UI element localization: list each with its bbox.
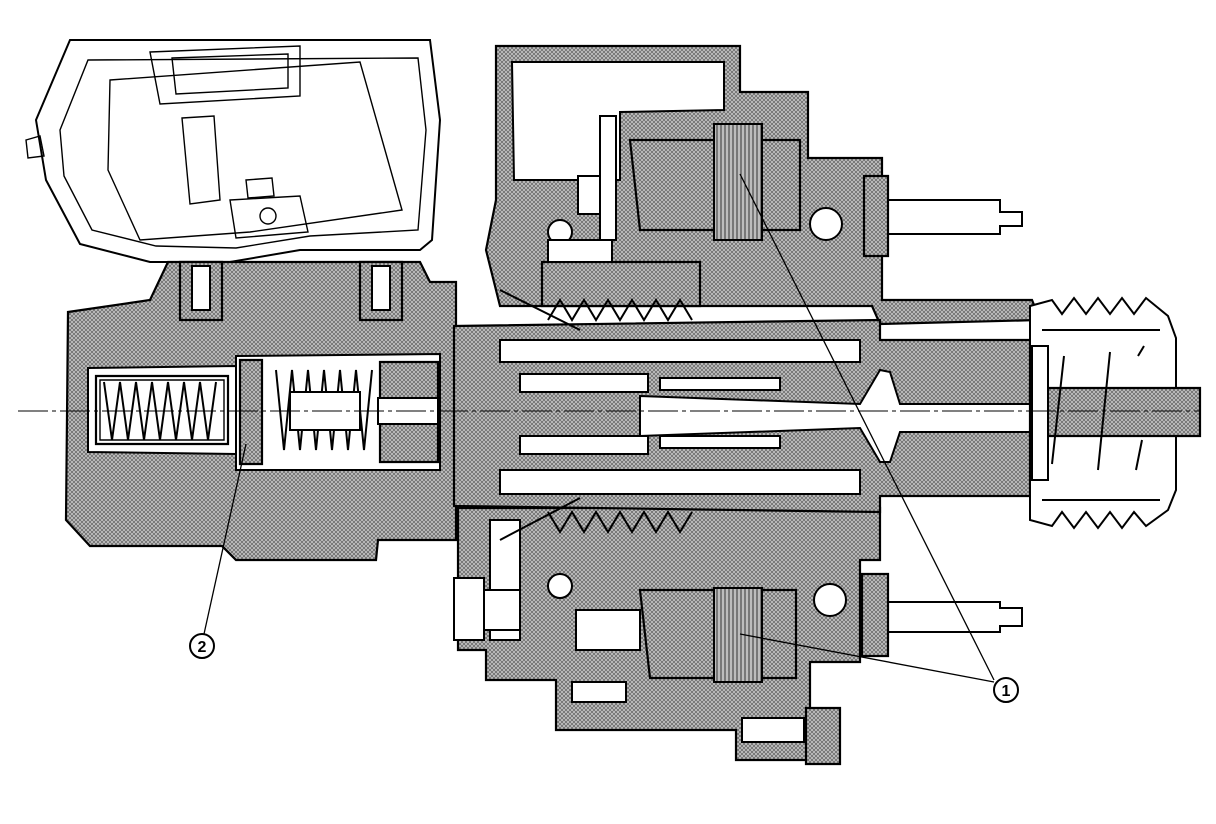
booster-upper-housing <box>484 44 1042 326</box>
booster-lower-housing <box>453 506 1023 766</box>
master-cylinder-body <box>64 260 478 562</box>
callout-1-label: 1 <box>1002 683 1011 700</box>
callout-2: 2 <box>189 633 215 659</box>
callout-2-label: 2 <box>198 639 207 656</box>
pushrod-assembly <box>452 289 1032 541</box>
callout-leaders <box>203 173 995 683</box>
input-rod-boot <box>1028 296 1202 530</box>
callout-1: 1 <box>993 677 1019 703</box>
reservoir-tank <box>25 39 442 263</box>
